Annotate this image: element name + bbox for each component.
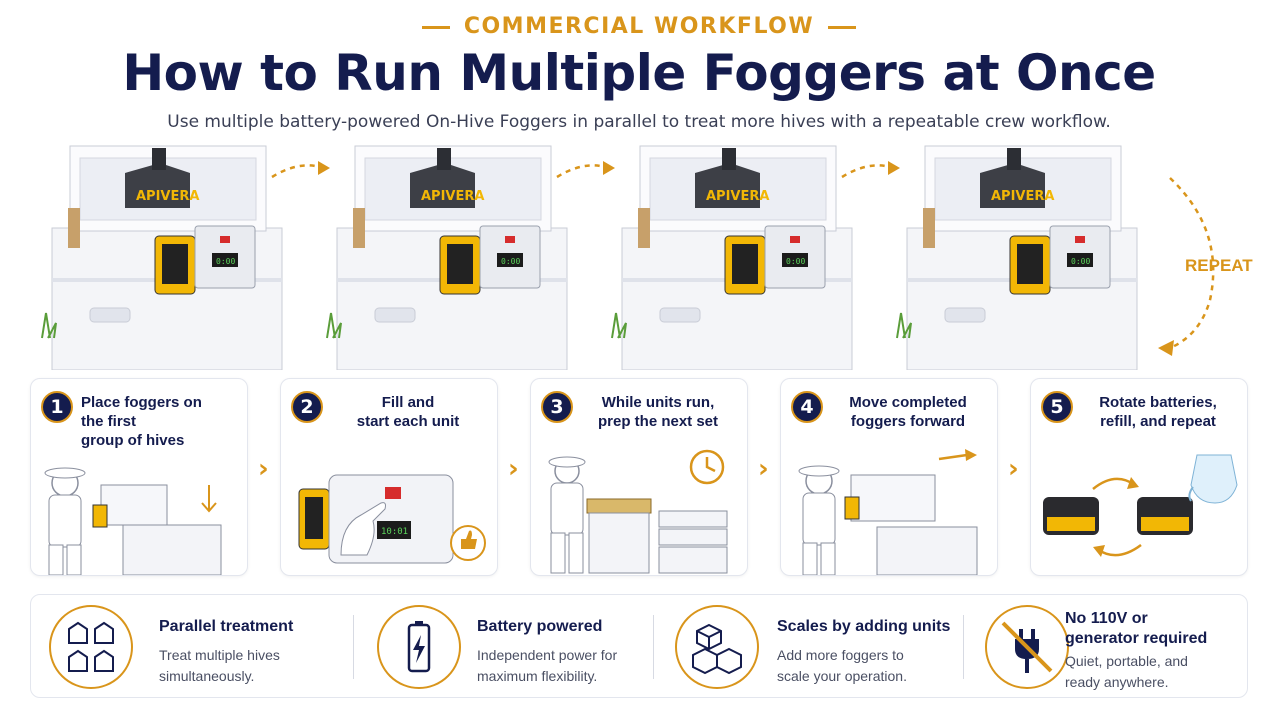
prep-next-set-icon (548, 449, 728, 574)
hive-1: APIVERA 0:00 (40, 138, 330, 371)
page-title: How to Run Multiple Foggers at Once (122, 44, 1156, 102)
water-jug-icon (1188, 454, 1238, 504)
repeat-arc-icon (1158, 177, 1215, 356)
step-1-card: 1 Place foggers on the first group of hi… (30, 378, 248, 576)
beekeeper-moving-fogger-icon (798, 449, 978, 575)
chevron-right-icon: › (1008, 454, 1019, 484)
dashed-arrow-icon (556, 161, 615, 179)
hive-4: APIVERA 0:00 (895, 138, 1185, 371)
step-label: While units run, prep the next set (597, 394, 719, 430)
display-readout: 0:00 (786, 257, 805, 266)
benefit-divider (653, 615, 654, 679)
step-2-card: 2 Fill and start each unit 10:01 (280, 378, 498, 576)
step-label: Move completed foggers forward (849, 394, 967, 430)
eyebrow-dash-right (828, 25, 857, 29)
benefit-divider (963, 615, 964, 679)
benefit-scales: Scales by adding units Add more foggers … (657, 595, 963, 699)
apivera-logo: APIVERA (136, 189, 199, 204)
no-plug-icon (1001, 621, 1053, 673)
step-label: Rotate batteries, refill, and repeat (1099, 394, 1217, 430)
benefit-icon-circle (675, 605, 759, 689)
hive-fogger-illustration: APIVERA 0:00 (41, 145, 283, 371)
benefit-desc: Treat multiple hives simultaneously. (159, 647, 280, 684)
clock-icon (689, 449, 725, 485)
benefit-title: Parallel treatment (159, 618, 294, 635)
chevron-right-icon: › (758, 454, 769, 484)
dashed-arrow-icon (841, 161, 900, 179)
timer-display: 10:01 (381, 527, 408, 537)
benefit-title: Battery powered (477, 618, 603, 635)
benefit-desc: Quiet, portable, and ready anywhere. (1065, 653, 1188, 690)
benefit-icon-circle (985, 605, 1069, 689)
benefit-divider (353, 615, 354, 679)
hive-row: APIVERA 0:00 APIVERA 0:00 (0, 138, 1278, 371)
benefits-bar: Parallel treatment Treat multiple hives … (30, 594, 1248, 698)
apivera-logo: APIVERA (991, 189, 1054, 204)
benefit-icon-circle (377, 605, 461, 689)
battery-rotate-icon (1043, 454, 1238, 557)
eyebrow-text: COMMERCIAL WORKFLOW (463, 14, 815, 39)
step-label: Fill and start each unit (356, 394, 460, 430)
benefit-battery: Battery powered Independent power for ma… (359, 595, 659, 699)
hand-pressing-start-icon: 10:01 (298, 474, 486, 564)
cubes-icon (692, 623, 742, 675)
benefit-icon-circle (49, 605, 133, 689)
step-label: Place foggers on the first group of hive… (81, 394, 202, 449)
benefit-title: Scales by adding units (777, 618, 951, 635)
display-readout: 0:00 (216, 257, 235, 266)
step-number: 5 (1041, 391, 1073, 423)
dashed-arrow-icon (271, 161, 330, 179)
step-number: 4 (791, 391, 823, 423)
battery-icon (1137, 497, 1193, 535)
eyebrow-dash-left (421, 25, 450, 29)
hive-3: APIVERA 0:00 (610, 138, 900, 371)
page-subtitle: Use multiple battery-powered On-Hive Fog… (167, 112, 1111, 132)
hive-fogger-illustration: APIVERA 0:00 (326, 145, 568, 371)
display-readout: 0:00 (501, 257, 520, 266)
benefit-title: No 110V or generator required (1065, 610, 1208, 647)
battery-icon (1043, 497, 1099, 535)
step-4-card: 4 Move completed foggers forward (780, 378, 998, 576)
benefit-no-plug: No 110V or generator required Quiet, por… (967, 595, 1247, 699)
chevron-right-icon: › (508, 454, 519, 484)
apivera-logo: APIVERA (706, 189, 769, 204)
beekeeper-placing-fogger-icon (44, 467, 222, 575)
step-3-card: 3 While units run, prep the next set (530, 378, 748, 576)
hive-fogger-illustration: APIVERA 0:00 (896, 145, 1138, 371)
step-number: 1 (41, 391, 73, 423)
step-number: 2 (291, 391, 323, 423)
display-readout: 0:00 (1071, 257, 1090, 266)
benefit-parallel: Parallel treatment Treat multiple hives … (31, 595, 351, 699)
benefit-desc: Add more foggers to scale your operation… (777, 647, 907, 684)
chevron-right-icon: › (258, 454, 269, 484)
steps-row: 1 Place foggers on the first group of hi… (30, 378, 1248, 576)
repeat-label: REPEAT (1185, 256, 1253, 275)
apivera-logo: APIVERA (421, 189, 484, 204)
hives-grid-icon (68, 621, 114, 672)
step-number: 3 (541, 391, 573, 423)
hive-fogger-illustration: APIVERA 0:00 (611, 145, 853, 371)
step-5-card: 5 Rotate batteries, refill, and repeat (1030, 378, 1248, 576)
battery-bolt-icon (407, 621, 431, 673)
benefit-desc: Independent power for maximum flexibilit… (477, 647, 618, 684)
hive-2: APIVERA 0:00 (325, 138, 615, 371)
eyebrow: COMMERCIAL WORKFLOW (0, 14, 1278, 39)
